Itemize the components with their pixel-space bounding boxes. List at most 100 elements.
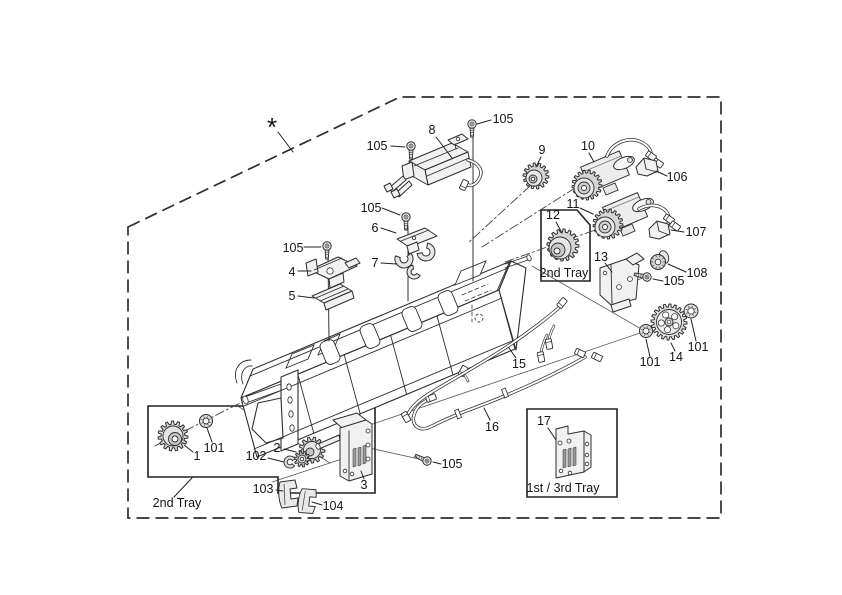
part-line xyxy=(400,229,430,242)
part-face xyxy=(305,258,319,277)
callout-leader xyxy=(283,448,297,453)
callout-leader xyxy=(547,427,557,441)
callout-leader xyxy=(645,338,651,358)
group-box-label: 2nd Tray xyxy=(540,266,589,280)
hole xyxy=(602,270,608,276)
part-103-bushing-clip-103 xyxy=(278,479,299,509)
part-12-tray-gear-12 xyxy=(546,228,580,262)
callout-label-17: 17 xyxy=(537,414,551,428)
part-108-knob-gear-108 xyxy=(650,250,670,270)
assembly-line xyxy=(244,383,282,398)
callout-leader xyxy=(297,295,315,299)
hole xyxy=(567,470,573,476)
callout-label-7: 7 xyxy=(372,256,379,270)
part-17-tray-bracket-17 xyxy=(555,425,592,479)
hidden-line xyxy=(464,289,492,302)
gear-hub xyxy=(530,176,536,182)
part-face xyxy=(323,290,355,311)
hole xyxy=(627,276,633,282)
gear-hub xyxy=(581,185,587,191)
part-face xyxy=(625,252,645,266)
part-face xyxy=(401,161,415,181)
hole xyxy=(365,442,371,448)
callout-label-10: 10 xyxy=(581,139,595,153)
cable-tie xyxy=(453,408,463,420)
callout-label-16: 16 xyxy=(485,420,499,434)
hole xyxy=(365,428,371,434)
callout-label-5: 5 xyxy=(289,289,296,303)
cable-plug xyxy=(591,352,603,362)
callout-label-102: 102 xyxy=(246,449,267,463)
group-box-2 xyxy=(526,408,618,498)
asterisk-leader xyxy=(277,131,294,153)
hole xyxy=(558,468,564,474)
part-line xyxy=(658,230,670,236)
group-box-label: 1st / 3rd Tray xyxy=(527,481,601,495)
part-3-drive-bracket-3 xyxy=(315,412,373,482)
part-face xyxy=(648,220,671,240)
part-face xyxy=(583,430,592,473)
callout-label-104: 104 xyxy=(323,499,344,513)
callout-label-1: 1 xyxy=(194,449,201,463)
spoke-window xyxy=(664,326,672,334)
assembly-line xyxy=(504,259,529,269)
part-line xyxy=(426,157,470,177)
gear-hub xyxy=(299,456,305,462)
callout-label-105: 105 xyxy=(442,457,463,471)
callout-label-105: 105 xyxy=(493,112,514,126)
part-105-screw-105 xyxy=(401,212,411,231)
assembly-line xyxy=(241,365,253,385)
callout-label-101: 101 xyxy=(204,441,225,455)
part-face xyxy=(406,241,420,255)
part-9-idler-gear-9 xyxy=(522,162,550,190)
callout-leader xyxy=(275,489,284,492)
part-5-guide-rail-5 xyxy=(311,283,355,311)
assembly-detail xyxy=(526,254,532,262)
hole xyxy=(411,235,416,240)
cable-plug xyxy=(400,411,412,423)
retaining-washer xyxy=(683,303,699,319)
assembly-line xyxy=(249,267,509,377)
vent-slot xyxy=(572,446,577,467)
part-102-c-clip-102 xyxy=(283,455,296,469)
callout-leader xyxy=(380,227,397,234)
callout-leader xyxy=(476,119,492,125)
callout-leader xyxy=(667,263,687,273)
screw xyxy=(401,212,411,231)
axis-line xyxy=(481,187,576,248)
callout-label-101: 101 xyxy=(688,340,709,354)
motor-shading xyxy=(582,155,622,173)
part-105-screw-105 xyxy=(467,119,477,138)
assembly-detail xyxy=(286,383,292,391)
vent-slot xyxy=(357,446,362,467)
callout-leader xyxy=(579,207,594,215)
callout-label-15: 15 xyxy=(512,357,526,371)
assembly-line xyxy=(390,334,408,395)
screw xyxy=(467,119,477,138)
part-line xyxy=(643,158,647,170)
gear-hub xyxy=(602,224,608,230)
part-107-connector-107 xyxy=(648,220,671,240)
spoke-window xyxy=(662,311,670,319)
assembly-tab xyxy=(319,339,341,365)
callout-leader xyxy=(267,457,285,463)
hole xyxy=(584,452,590,458)
spoke-window xyxy=(671,313,679,321)
assembly-line xyxy=(297,373,315,434)
hidden-line xyxy=(461,283,489,296)
group-box-outline xyxy=(540,209,591,282)
vent-slot xyxy=(562,448,567,469)
assembly-detail xyxy=(288,410,294,418)
part-face xyxy=(317,434,341,450)
callout-label-8: 8 xyxy=(429,123,436,137)
callout-leader xyxy=(555,221,563,234)
assembly-opening xyxy=(454,260,487,286)
hole xyxy=(365,456,371,462)
hole xyxy=(566,438,572,444)
cable-plug xyxy=(556,297,568,309)
part-2-drive-gear-2-front xyxy=(293,450,311,468)
part-14-spoked-gear-14 xyxy=(650,303,688,341)
part-face xyxy=(395,180,413,198)
alignment-line xyxy=(364,446,420,460)
assembly-line xyxy=(235,359,252,384)
